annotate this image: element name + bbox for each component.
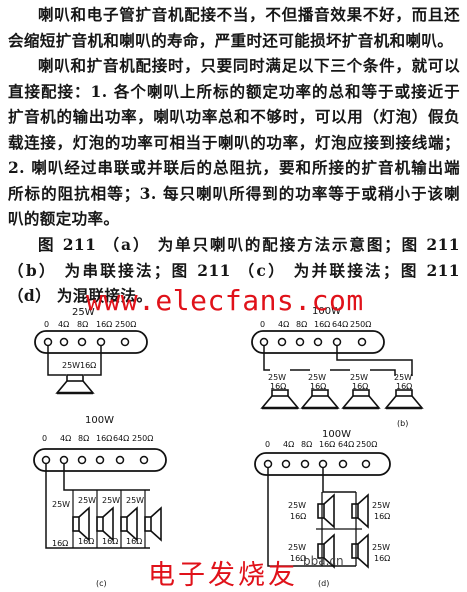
speaker-impedance: 16Ω <box>102 537 118 546</box>
terminal-label: 64Ω <box>332 320 348 329</box>
terminal-label: 16Ω <box>96 320 112 329</box>
speaker-power: 25W <box>288 501 306 510</box>
speaker-icon <box>300 388 340 410</box>
terminal-label: 4Ω <box>278 320 289 329</box>
terminal-label: 64Ω <box>338 440 354 449</box>
speaker-impedance: 16Ω <box>52 539 68 548</box>
diagram-a: 25W 0 4Ω 8Ω 16Ω 250Ω 25W 16Ω <box>34 307 148 395</box>
terminal-labels-c: 0 4Ω 8Ω 16Ω 64Ω 250Ω <box>42 434 153 443</box>
speaker-labels-c: 25W 16Ω 25W 16Ω 25W 16Ω 25W 16Ω <box>52 496 144 548</box>
speaker-impedance: 16Ω <box>126 537 142 546</box>
terminal-label: 250Ω <box>115 320 136 329</box>
speaker-icon <box>144 507 162 541</box>
terminal-label: 8Ω <box>301 440 312 449</box>
caption-c: (c) <box>96 579 107 588</box>
watermark-url: www.elecfans.com <box>86 284 364 317</box>
speaker-power: 25W <box>372 501 390 510</box>
diagram-c: 100W 0 4Ω 8Ω 16Ω 64Ω 250Ω 25W 16Ω 25W 16… <box>33 415 167 588</box>
speaker-icon <box>120 507 138 541</box>
speaker-impedance: 16Ω <box>374 554 390 563</box>
speaker-labels-b: 25W 16Ω 25W 16Ω 25W 16Ω 25W 16Ω <box>268 373 412 391</box>
speaker-icon <box>55 373 95 395</box>
terminal-label: 0 <box>265 440 270 449</box>
speaker-power: 25W <box>78 496 96 505</box>
speaker-impedance-a: 16Ω <box>80 361 96 370</box>
speaker-icon <box>384 388 424 410</box>
terminal-label: 4Ω <box>58 320 69 329</box>
diagram-b: 100W 0 4Ω 8Ω 16Ω 64Ω 250Ω 25W 16Ω 25W 16… <box>251 306 424 428</box>
speaker-power: 25W <box>394 373 412 382</box>
terminal-label: 16Ω <box>314 320 330 329</box>
terminal-label: 4Ω <box>283 440 294 449</box>
speaker-power: 25W <box>308 373 326 382</box>
caption-b: (b) <box>397 419 408 428</box>
speaker-impedance: 16Ω <box>374 512 390 521</box>
terminal-label: 0 <box>260 320 265 329</box>
terminal-strip-c <box>33 448 167 472</box>
terminal-label: 250Ω <box>350 320 371 329</box>
speaker-impedance: 16Ω <box>270 382 286 391</box>
amp-power-c: 100W <box>85 415 114 426</box>
speaker-icon <box>72 507 90 541</box>
caption-d: (d) <box>318 579 329 588</box>
terminal-strip-a <box>34 330 148 354</box>
speaker-impedance: 16Ω <box>396 382 412 391</box>
terminal-label: 8Ω <box>296 320 307 329</box>
amp-power-d: 100W <box>322 429 351 440</box>
terminal-label: 4Ω <box>60 434 71 443</box>
speaker-power: 25W <box>126 496 144 505</box>
amp-power-a: 25W <box>72 307 95 318</box>
terminal-label: 8Ω <box>78 434 89 443</box>
diagram-d: 100W 0 4Ω 8Ω 16Ω 64Ω 250Ω 25W 16Ω 25W 16… <box>254 429 391 588</box>
speaker-impedance: 16Ω <box>290 512 306 521</box>
speaker-icon <box>96 507 114 541</box>
speaker-impedance: 16Ω <box>352 382 368 391</box>
terminal-label: 0 <box>44 320 49 329</box>
paragraph-3: 图 211 （a） 为单只喇叭的配接方法示意图；图 211 （b） 为串联接法；… <box>8 235 460 305</box>
speaker-icon <box>260 388 300 410</box>
speaker-power: 25W <box>52 500 70 509</box>
speaker-icon <box>351 494 369 528</box>
terminal-label: 250Ω <box>132 434 153 443</box>
watermark-small: bba.cn <box>303 554 344 568</box>
speaker-icon <box>351 534 369 568</box>
terminal-label: 0 <box>42 434 47 443</box>
speaker-power-a: 25W <box>62 361 80 370</box>
speaker-impedance: 16Ω <box>78 537 94 546</box>
speaker-power: 25W <box>288 543 306 552</box>
terminal-labels-d: 0 4Ω 8Ω 16Ω 64Ω 250Ω <box>265 440 377 449</box>
terminal-label: 16Ω <box>96 434 112 443</box>
speaker-impedance: 16Ω <box>310 382 326 391</box>
speaker-power: 25W <box>268 373 286 382</box>
terminal-labels-b: 0 4Ω 8Ω 16Ω 64Ω 250Ω <box>260 320 371 329</box>
watermark-brand: 电子发烧友 <box>148 560 298 591</box>
terminal-labels-a: 0 4Ω 8Ω 16Ω 250Ω <box>44 320 136 329</box>
speaker-icon <box>341 388 381 410</box>
terminal-label: 250Ω <box>356 440 377 449</box>
speaker-icon <box>317 494 335 528</box>
terminal-strip-b <box>251 330 385 354</box>
terminal-label: 64Ω <box>113 434 129 443</box>
terminal-label: 16Ω <box>319 440 335 449</box>
speaker-impedance: 16Ω <box>290 554 306 563</box>
speaker-power: 25W <box>372 543 390 552</box>
amp-power-b: 100W <box>312 306 341 317</box>
speaker-labels-d: 25W 16Ω 25W 16Ω 25W 16Ω 25W 16Ω <box>288 501 390 563</box>
speaker-power: 25W <box>350 373 368 382</box>
paragraph-2: 喇叭和扩音机配接时，只要同时满足以下三个条件，就可以直接配接：1. 各个喇叭上所… <box>8 56 460 228</box>
terminal-label: 8Ω <box>77 320 88 329</box>
speaker-power: 25W <box>102 496 120 505</box>
paragraph-1: 喇叭和电子管扩音机配接不当，不但播音效果不好，而且还会缩短扩音机和喇叭的寿命，严… <box>8 5 460 50</box>
